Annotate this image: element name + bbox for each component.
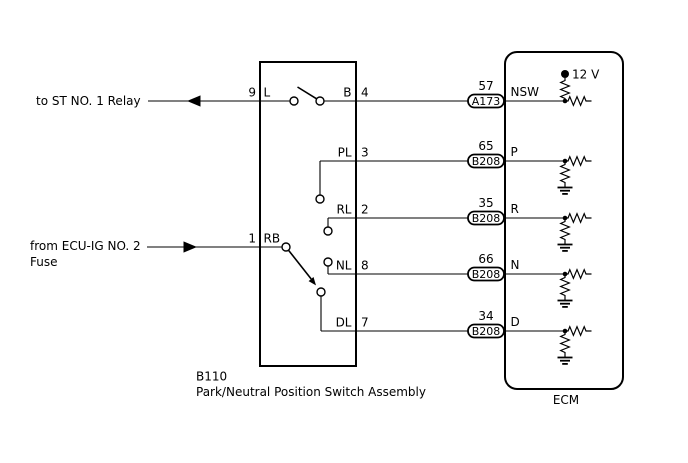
switch-blade-arrowhead-icon — [308, 277, 316, 286]
connector-oval-b208-d — [467, 323, 505, 339]
resistor-pullup-nsw — [559, 78, 571, 101]
contact-rb — [281, 242, 291, 252]
label-to-st-relay: to ST NO. 1 Relay — [36, 94, 141, 108]
ground-symbol-p — [557, 186, 573, 195]
pin-name-l: L — [264, 86, 271, 100]
pin-number-3: 3 — [361, 146, 369, 160]
terminal-number-66: 66 — [478, 252, 493, 266]
terminal-number-34: 34 — [478, 309, 493, 323]
contact-b — [315, 96, 325, 106]
arrowhead-to-relay-icon — [187, 95, 201, 107]
pin-name-pl: PL — [338, 146, 352, 160]
switch-blade-rb — [287, 249, 312, 280]
pin-number-1: 1 — [248, 232, 256, 246]
switch-mechanism — [281, 86, 333, 297]
connector-oval-b208-n — [467, 266, 505, 282]
connector-oval-b208-p — [467, 153, 505, 169]
ecm-internal-circuit — [557, 70, 592, 365]
ecm-pin-label-nsw: NSW — [511, 85, 540, 99]
label-from-ecu-ig-line2: Fuse — [30, 255, 58, 269]
switch-blade-l-b — [297, 86, 318, 100]
resistor-pulldown-r — [559, 218, 571, 245]
connector-oval-a173 — [467, 93, 505, 109]
pin-name-b: B — [343, 86, 351, 100]
terminal-number-57: 57 — [478, 79, 493, 93]
ground-symbol-n — [557, 299, 573, 308]
contact-dl — [316, 287, 326, 297]
connector-code-b208-p: B208 — [472, 155, 501, 168]
connector-code-b208-n: B208 — [472, 268, 501, 281]
wires — [147, 100, 565, 332]
contact-pl — [315, 194, 325, 204]
power-dot-12v — [561, 70, 569, 78]
connector-oval-b208-r — [467, 210, 505, 226]
resistor-pulldown-d — [559, 331, 571, 358]
switch-assembly-box — [259, 61, 357, 367]
ecm-box — [504, 51, 624, 390]
resistor-series-nsw — [565, 95, 592, 107]
label-switch-code: B110 — [196, 370, 227, 384]
terminal-number-35: 35 — [478, 196, 493, 210]
pin-number-4: 4 — [361, 86, 369, 100]
pin-name-nl: NL — [336, 259, 352, 273]
pin-number-2: 2 — [361, 203, 369, 217]
arrowhead-from-fuse-icon — [183, 241, 197, 253]
ecm-pin-label-n: N — [511, 258, 520, 272]
contact-rl — [323, 226, 333, 236]
pin-name-rb: RB — [264, 232, 281, 246]
connector-code-b208-d: B208 — [472, 325, 501, 338]
label-ecm: ECM — [553, 393, 579, 407]
ground-symbol-r — [557, 243, 573, 252]
pin-number-7: 7 — [361, 316, 369, 330]
pin-name-rl: RL — [336, 203, 351, 217]
connector-code-a173: A173 — [472, 95, 501, 108]
contact-nl — [323, 257, 333, 267]
connector-code-b208-r: B208 — [472, 212, 501, 225]
pin-number-8: 8 — [361, 259, 369, 273]
resistor-series-r — [565, 212, 592, 224]
ecm-pin-label-p: P — [511, 145, 518, 159]
connectors — [467, 93, 505, 339]
resistor-series-d — [565, 325, 592, 337]
resistor-pulldown-n — [559, 274, 571, 301]
resistor-series-p — [565, 155, 592, 167]
label-12v: 12 V — [572, 68, 600, 82]
ecm-pin-label-d: D — [511, 315, 520, 329]
ground-symbol-d — [557, 356, 573, 365]
pin-number-9: 9 — [248, 86, 256, 100]
resistor-pulldown-p — [559, 161, 571, 188]
label-switch-name: Park/Neutral Position Switch Assembly — [196, 385, 426, 399]
terminal-number-65: 65 — [478, 139, 493, 153]
label-from-ecu-ig-line1: from ECU-IG NO. 2 — [30, 239, 141, 253]
resistor-series-n — [565, 268, 592, 280]
pin-name-dl: DL — [336, 316, 352, 330]
ecm-pin-label-r: R — [511, 202, 519, 216]
contact-l — [289, 96, 299, 106]
